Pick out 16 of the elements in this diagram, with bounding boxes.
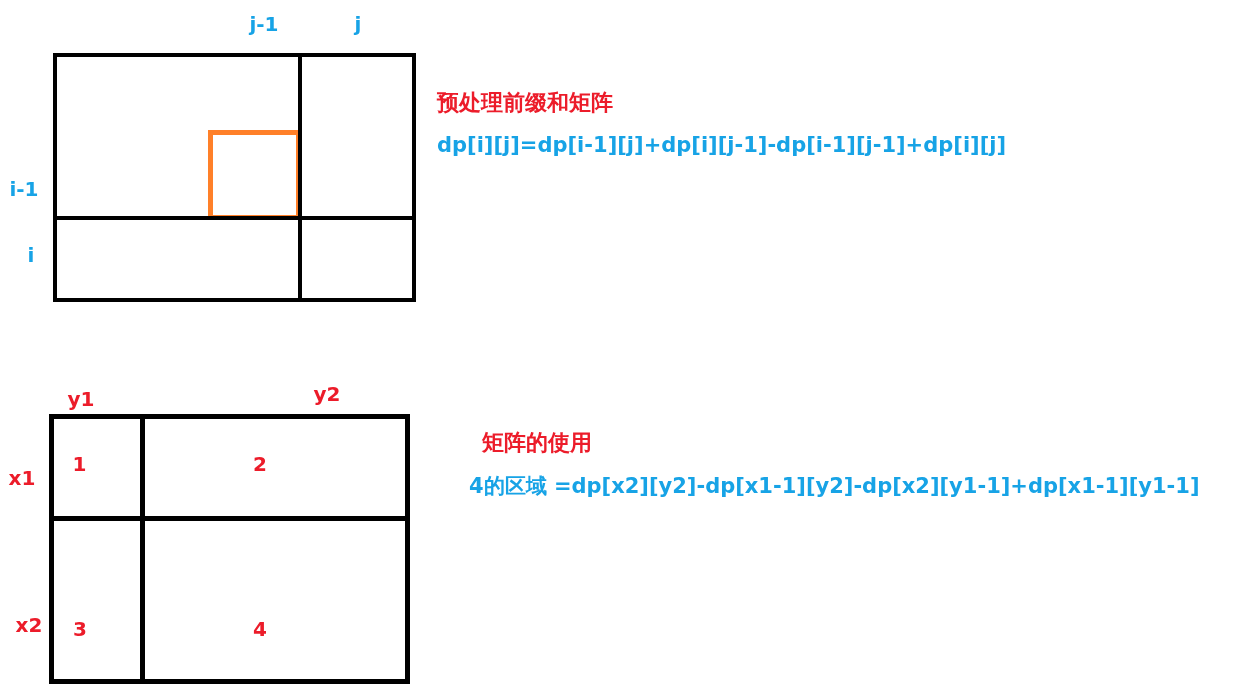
axis-label: i-1: [9, 177, 39, 201]
axis-label: x2: [15, 613, 43, 637]
axis-label: x1: [8, 466, 36, 490]
axis-label: j: [354, 12, 362, 36]
cell-number: 3: [73, 617, 87, 641]
axis-label: j-1: [249, 12, 279, 36]
heading: 矩阵的使用: [482, 429, 592, 457]
cell-number: 4: [253, 617, 267, 641]
axis-label: i: [27, 243, 35, 267]
axis-label: y1: [67, 387, 95, 411]
cell-number: 1: [72, 452, 87, 476]
cell-number: 2: [253, 452, 267, 476]
formula: 4的区域 =dp[x2][y2]-dp[x1-1][y2]-dp[x2][y1-1]+dp[x1-1][y1-1]: [469, 474, 1200, 500]
axis-label: y2: [313, 382, 341, 406]
heading: 预处理前缀和矩阵: [437, 89, 613, 117]
formula: dp[i][j]=dp[i-1][j]+dp[i][j-1]-dp[i-1][j-1]+dp[i][j]: [437, 133, 1007, 159]
